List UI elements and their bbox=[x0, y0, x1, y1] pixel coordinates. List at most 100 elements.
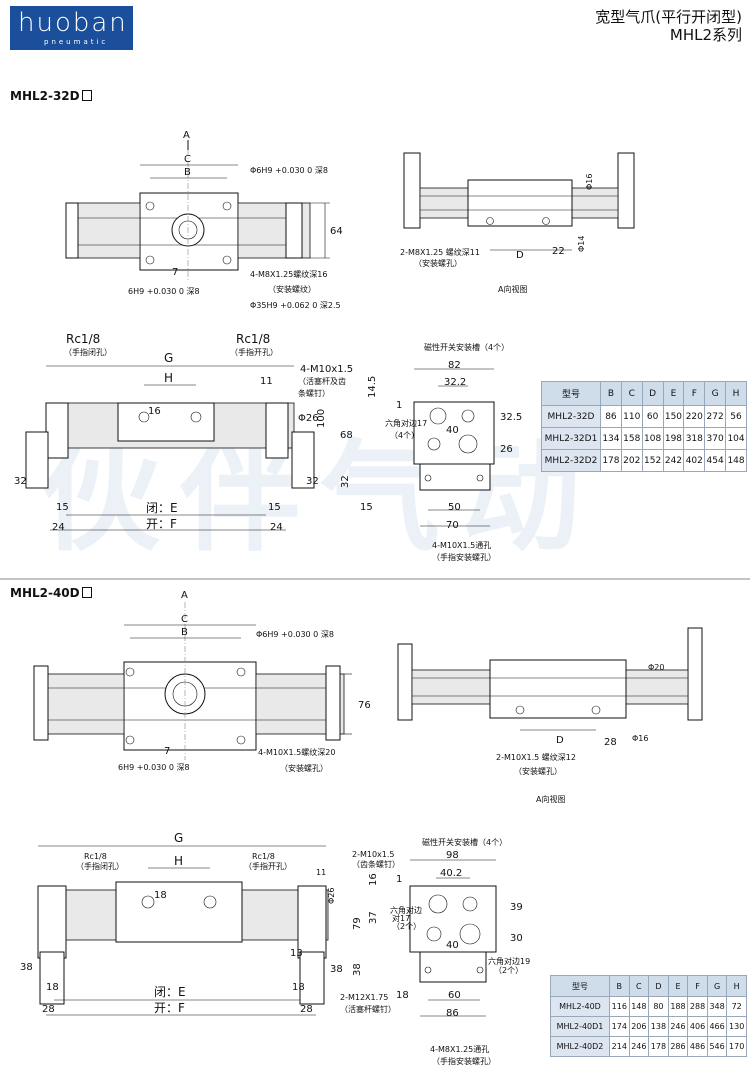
dimension-label: 1 bbox=[396, 874, 402, 885]
table-cell: F bbox=[683, 381, 706, 406]
dimension-label: 4-M8X1.25螺纹深16 bbox=[250, 269, 327, 279]
dimension-label: 6H9 +0.030 0 深8 bbox=[128, 287, 200, 296]
dimension-label: 4-M10X1.5通孔 bbox=[432, 540, 491, 550]
dimension-label: 4-M10x1.5 bbox=[300, 364, 353, 375]
dimension-label: 2-M10x1.5 bbox=[352, 850, 395, 859]
brand-logo: huoban pneumatic bbox=[10, 6, 133, 50]
dimension-label: 30 bbox=[510, 933, 523, 944]
table-row: MHL2-40D 116 148 80 188 288 348 72 bbox=[550, 996, 747, 1017]
table-cell: 198 bbox=[662, 427, 685, 450]
dimension-label: 32 bbox=[14, 476, 27, 487]
dimension-label: 磁性开关安装槽（4个） bbox=[424, 342, 509, 352]
table-cell: 56 bbox=[725, 405, 747, 428]
dimension-label: Rc1/8 bbox=[236, 332, 270, 346]
dimension-label: 40 bbox=[446, 940, 459, 951]
table-cell: MHL2-32D2 bbox=[541, 449, 601, 472]
dimension-label: 13 bbox=[290, 948, 303, 959]
table-cell: G bbox=[706, 975, 728, 997]
dimension-label: 68 bbox=[340, 430, 353, 441]
dimension-label: Φ16 bbox=[632, 734, 648, 743]
dimension-label: 22 bbox=[552, 246, 565, 257]
dimension-label: 100 bbox=[316, 409, 327, 428]
dimension-label: A bbox=[183, 130, 190, 141]
table-cell: 406 bbox=[687, 1016, 708, 1037]
dimension-label: Rc1/8 bbox=[84, 852, 107, 861]
table-cell: 220 bbox=[683, 405, 706, 428]
dimension-label: 32.2 bbox=[444, 377, 466, 388]
dimension-label: 开：F bbox=[146, 517, 177, 531]
table-cell: 130 bbox=[726, 1016, 747, 1037]
dimension-label: （手指安装螺孔） bbox=[432, 552, 496, 562]
table-cell: 型号 bbox=[541, 381, 601, 406]
dimension-label: Φ6H9 +0.030 0 深8 bbox=[256, 630, 334, 639]
table-cell: 188 bbox=[667, 996, 689, 1017]
dimension-label: 6H9 +0.030 0 深8 bbox=[118, 763, 190, 772]
drawing-40: A C B Φ6H9 +0.030 0 深8 76 7 6H9 +0.030 0… bbox=[20, 590, 703, 1066]
front-view-32: Rc1/8 （手指闭孔） Rc1/8 （手指开孔） G H 16 11 4-M1… bbox=[14, 332, 353, 533]
table-cell: 402 bbox=[683, 449, 706, 472]
dimension-label: 15 bbox=[268, 502, 281, 513]
table-cell: 110 bbox=[620, 405, 643, 428]
spec-table-40: 型号 B C D E F G H MHL2-40D 116 148 80 188… bbox=[550, 975, 747, 1057]
dimension-label: B bbox=[184, 167, 191, 178]
dimension-label: （手指闭孔） bbox=[64, 347, 112, 357]
dimension-label: 六角对边17 bbox=[385, 418, 427, 428]
dimension-label: 闭：E bbox=[154, 985, 186, 999]
table-cell: MHL2-40D bbox=[550, 996, 610, 1017]
table-header-row: 型号 B C D E F G H bbox=[550, 975, 747, 997]
model-heading-32: MHL2-32D bbox=[10, 89, 92, 103]
dimension-label: （手指开孔） bbox=[230, 347, 278, 357]
end-view-40: 磁性开关安装槽（4个） 98 40.2 16 1 六角对边 对17 （2个） 3… bbox=[352, 837, 530, 1066]
dimension-label: H bbox=[174, 854, 183, 868]
dimension-label: 40 bbox=[446, 425, 459, 436]
table-cell: 116 bbox=[609, 996, 630, 1017]
dimension-label: Rc1/8 bbox=[66, 332, 100, 346]
dimension-label: 4-M8X1.25通孔 bbox=[430, 1044, 489, 1054]
table-cell: 454 bbox=[704, 449, 727, 472]
table-cell: D bbox=[641, 381, 664, 406]
dimension-label: 79 bbox=[352, 917, 363, 930]
dimension-label: （安装螺孔） bbox=[414, 258, 462, 268]
dimension-label: 对17 bbox=[392, 913, 410, 923]
table-cell: MHL2-32D bbox=[541, 405, 601, 428]
table-cell: 272 bbox=[704, 405, 727, 428]
table-cell: 246 bbox=[667, 1016, 689, 1037]
dimension-label: 4-M10X1.5螺纹深20 bbox=[258, 747, 335, 757]
table-cell: 286 bbox=[667, 1036, 689, 1057]
table-cell: 348 bbox=[706, 996, 728, 1017]
dimension-label: 1 bbox=[396, 400, 402, 411]
table-cell: 148 bbox=[725, 449, 747, 472]
table-cell: 206 bbox=[628, 1016, 650, 1037]
dimension-label: （安装螺孔） bbox=[280, 763, 328, 773]
table-cell: 134 bbox=[600, 427, 622, 450]
table-cell: 138 bbox=[648, 1016, 669, 1037]
table-cell: 546 bbox=[706, 1036, 728, 1057]
dimension-label: 32 bbox=[340, 475, 351, 488]
spec-table-32: 型号 B C D E F G H MHL2-32D 86 110 60 150 … bbox=[541, 381, 747, 472]
dimension-label: Φ14 bbox=[577, 236, 586, 252]
dimension-label: 38 bbox=[20, 962, 33, 973]
side-view-32: Φ16 Φ14 2-M8X1.25 螺纹深11 （安装螺孔） D 22 A向视图 bbox=[400, 152, 635, 294]
title-line-2: MHL2系列 bbox=[669, 26, 742, 44]
dimension-label: G bbox=[174, 831, 183, 845]
table-cell: C bbox=[628, 975, 650, 997]
dimension-label: （4个） bbox=[390, 431, 419, 440]
dimension-label: 11 bbox=[316, 868, 326, 877]
dimension-label: （安装螺孔） bbox=[514, 766, 562, 776]
dimension-label: Φ35H9 +0.062 0 深2.5 bbox=[250, 301, 341, 310]
table-cell: 178 bbox=[648, 1036, 669, 1057]
dimension-label: 15 bbox=[56, 502, 69, 513]
dimension-label: 闭：E bbox=[146, 501, 178, 515]
table-cell: G bbox=[704, 381, 727, 406]
dimension-label: 28 bbox=[300, 1004, 313, 1015]
table-cell: H bbox=[725, 381, 747, 406]
table-row: MHL2-40D2 214 246 178 286 486 546 170 bbox=[550, 1036, 747, 1057]
dimension-label: 24 bbox=[270, 522, 283, 533]
dimension-label: Φ20 bbox=[648, 663, 664, 672]
dimension-label: B bbox=[181, 627, 188, 638]
table-cell: 318 bbox=[683, 427, 706, 450]
dimension-label: 11 bbox=[260, 376, 273, 387]
table-cell: 158 bbox=[620, 427, 643, 450]
dimension-label: Φ16 bbox=[585, 174, 594, 190]
table-cell: 370 bbox=[704, 427, 727, 450]
